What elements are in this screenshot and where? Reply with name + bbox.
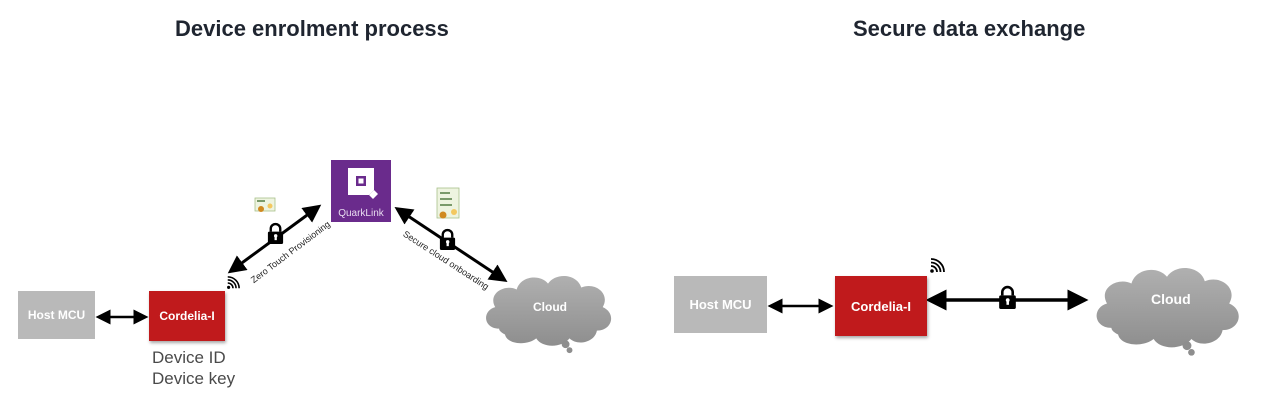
device-info: Device ID Device key — [152, 347, 235, 389]
cordelia-box-left: Cordelia-I — [149, 291, 225, 341]
quarklink-label: QuarkLink — [338, 208, 384, 219]
right-title: Secure data exchange — [853, 16, 1086, 41]
certificate-icon-ztp — [254, 197, 276, 212]
quarklink-tile: QuarkLink — [331, 160, 391, 222]
lock-icon-onboarding — [438, 228, 457, 251]
host-mcu-box-left: Host MCU — [18, 291, 95, 339]
lock-icon-ztp — [266, 222, 285, 245]
certificate-stack-icon-onboarding — [436, 187, 460, 219]
left-title: Device enrolment process — [175, 16, 449, 41]
wifi-icon-right — [929, 258, 945, 274]
cloud-shape-left — [486, 275, 612, 354]
cloud-label-left: Cloud — [533, 300, 567, 314]
cordelia-box-right: Cordelia-I — [835, 276, 927, 336]
cloud-shape-right — [1096, 268, 1239, 356]
device-key-label: Device key — [152, 369, 236, 388]
device-id-label: Device ID — [152, 348, 226, 367]
host-mcu-box-right: Host MCU — [674, 276, 767, 333]
cloud-label-right: Cloud — [1151, 291, 1191, 307]
wifi-icon-left — [226, 276, 240, 290]
lock-icon-data-exchange — [997, 285, 1018, 310]
quarklink-logo-icon — [348, 168, 378, 199]
